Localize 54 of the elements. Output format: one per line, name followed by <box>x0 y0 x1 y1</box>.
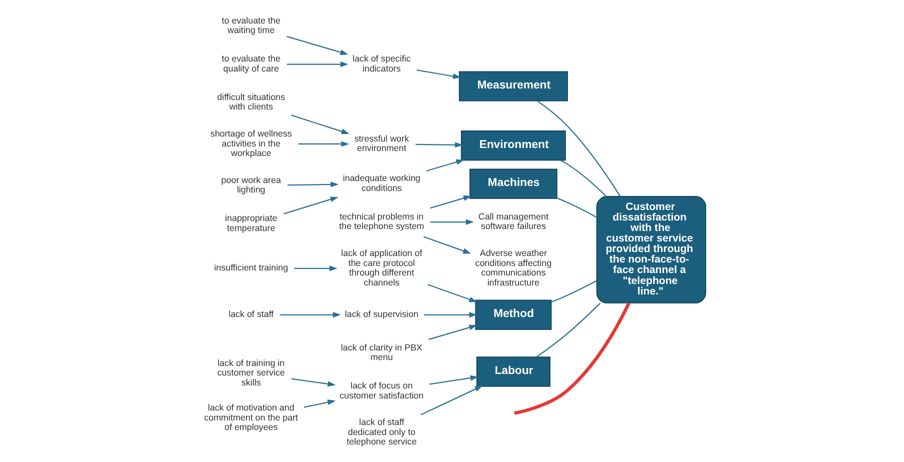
arrow <box>304 400 336 408</box>
arrow <box>291 378 336 387</box>
node-text: lack of focus on customer satisfaction <box>340 380 424 400</box>
connector <box>556 198 597 218</box>
node-text: lack of clarity in PBX menu <box>340 342 422 362</box>
arrow <box>428 324 478 340</box>
node-box: Method <box>475 300 552 330</box>
node-text: to evaluate the waiting time <box>222 15 280 36</box>
arrow <box>420 386 483 416</box>
node-text: lack of staff <box>228 309 274 320</box>
arrow <box>286 36 348 56</box>
arrow <box>416 142 463 148</box>
node-text: technical problems in the telephone system <box>339 211 424 232</box>
node-text: inappropriate temperature <box>225 213 278 233</box>
arrow <box>423 236 472 254</box>
arrow <box>430 195 472 209</box>
node-box: Machines <box>469 168 558 199</box>
arrow <box>294 266 338 272</box>
node-text: lack of training in customer service skills <box>217 358 285 388</box>
node-text: inadequate working conditions <box>342 173 420 193</box>
node-text: lack of specific indicators <box>352 54 411 74</box>
arrow <box>291 114 350 134</box>
connector <box>551 280 597 302</box>
arrow <box>280 312 341 318</box>
node-box: Labour <box>476 356 550 387</box>
arrow <box>298 141 350 147</box>
arrow <box>286 61 348 68</box>
node-text: lack of staff dedicated only to telephone service <box>346 417 417 447</box>
node-text: poor work area lighting <box>221 174 281 195</box>
arrow <box>287 182 339 188</box>
node-box: Customer dissatisfaction with the customer service provided through the non-face-to-face channel a "telephone line." <box>596 196 706 304</box>
node-box: Measurement <box>458 71 568 102</box>
connector <box>514 302 630 415</box>
arrow <box>284 196 338 214</box>
arrow <box>427 284 478 302</box>
arrow <box>424 312 478 318</box>
node-box: Environment <box>460 130 566 161</box>
node-text: stressful work environment <box>354 133 409 154</box>
arrow <box>430 219 474 225</box>
node-text: lack of application of the care protocol through different channels <box>341 248 422 288</box>
arrow <box>426 159 464 172</box>
node-text: lack of motivation and commitment on the part of employees <box>204 402 298 432</box>
node-text: shortage of wellness activities in the workplace <box>210 128 292 158</box>
node-text: lack of supervision <box>344 309 418 320</box>
node-text: Call management software failures <box>478 211 548 232</box>
connector <box>537 100 621 197</box>
connector <box>536 302 601 358</box>
arrow <box>416 69 461 79</box>
node-text: to evaluate the quality of care <box>222 54 280 74</box>
node-text: Adverse weather conditions affecting communications infrastructure <box>475 248 552 288</box>
arrow <box>429 375 478 385</box>
node-text: insufficient training <box>214 262 288 273</box>
connector <box>560 160 606 197</box>
node-text: difficult situations with clients <box>217 92 286 112</box>
